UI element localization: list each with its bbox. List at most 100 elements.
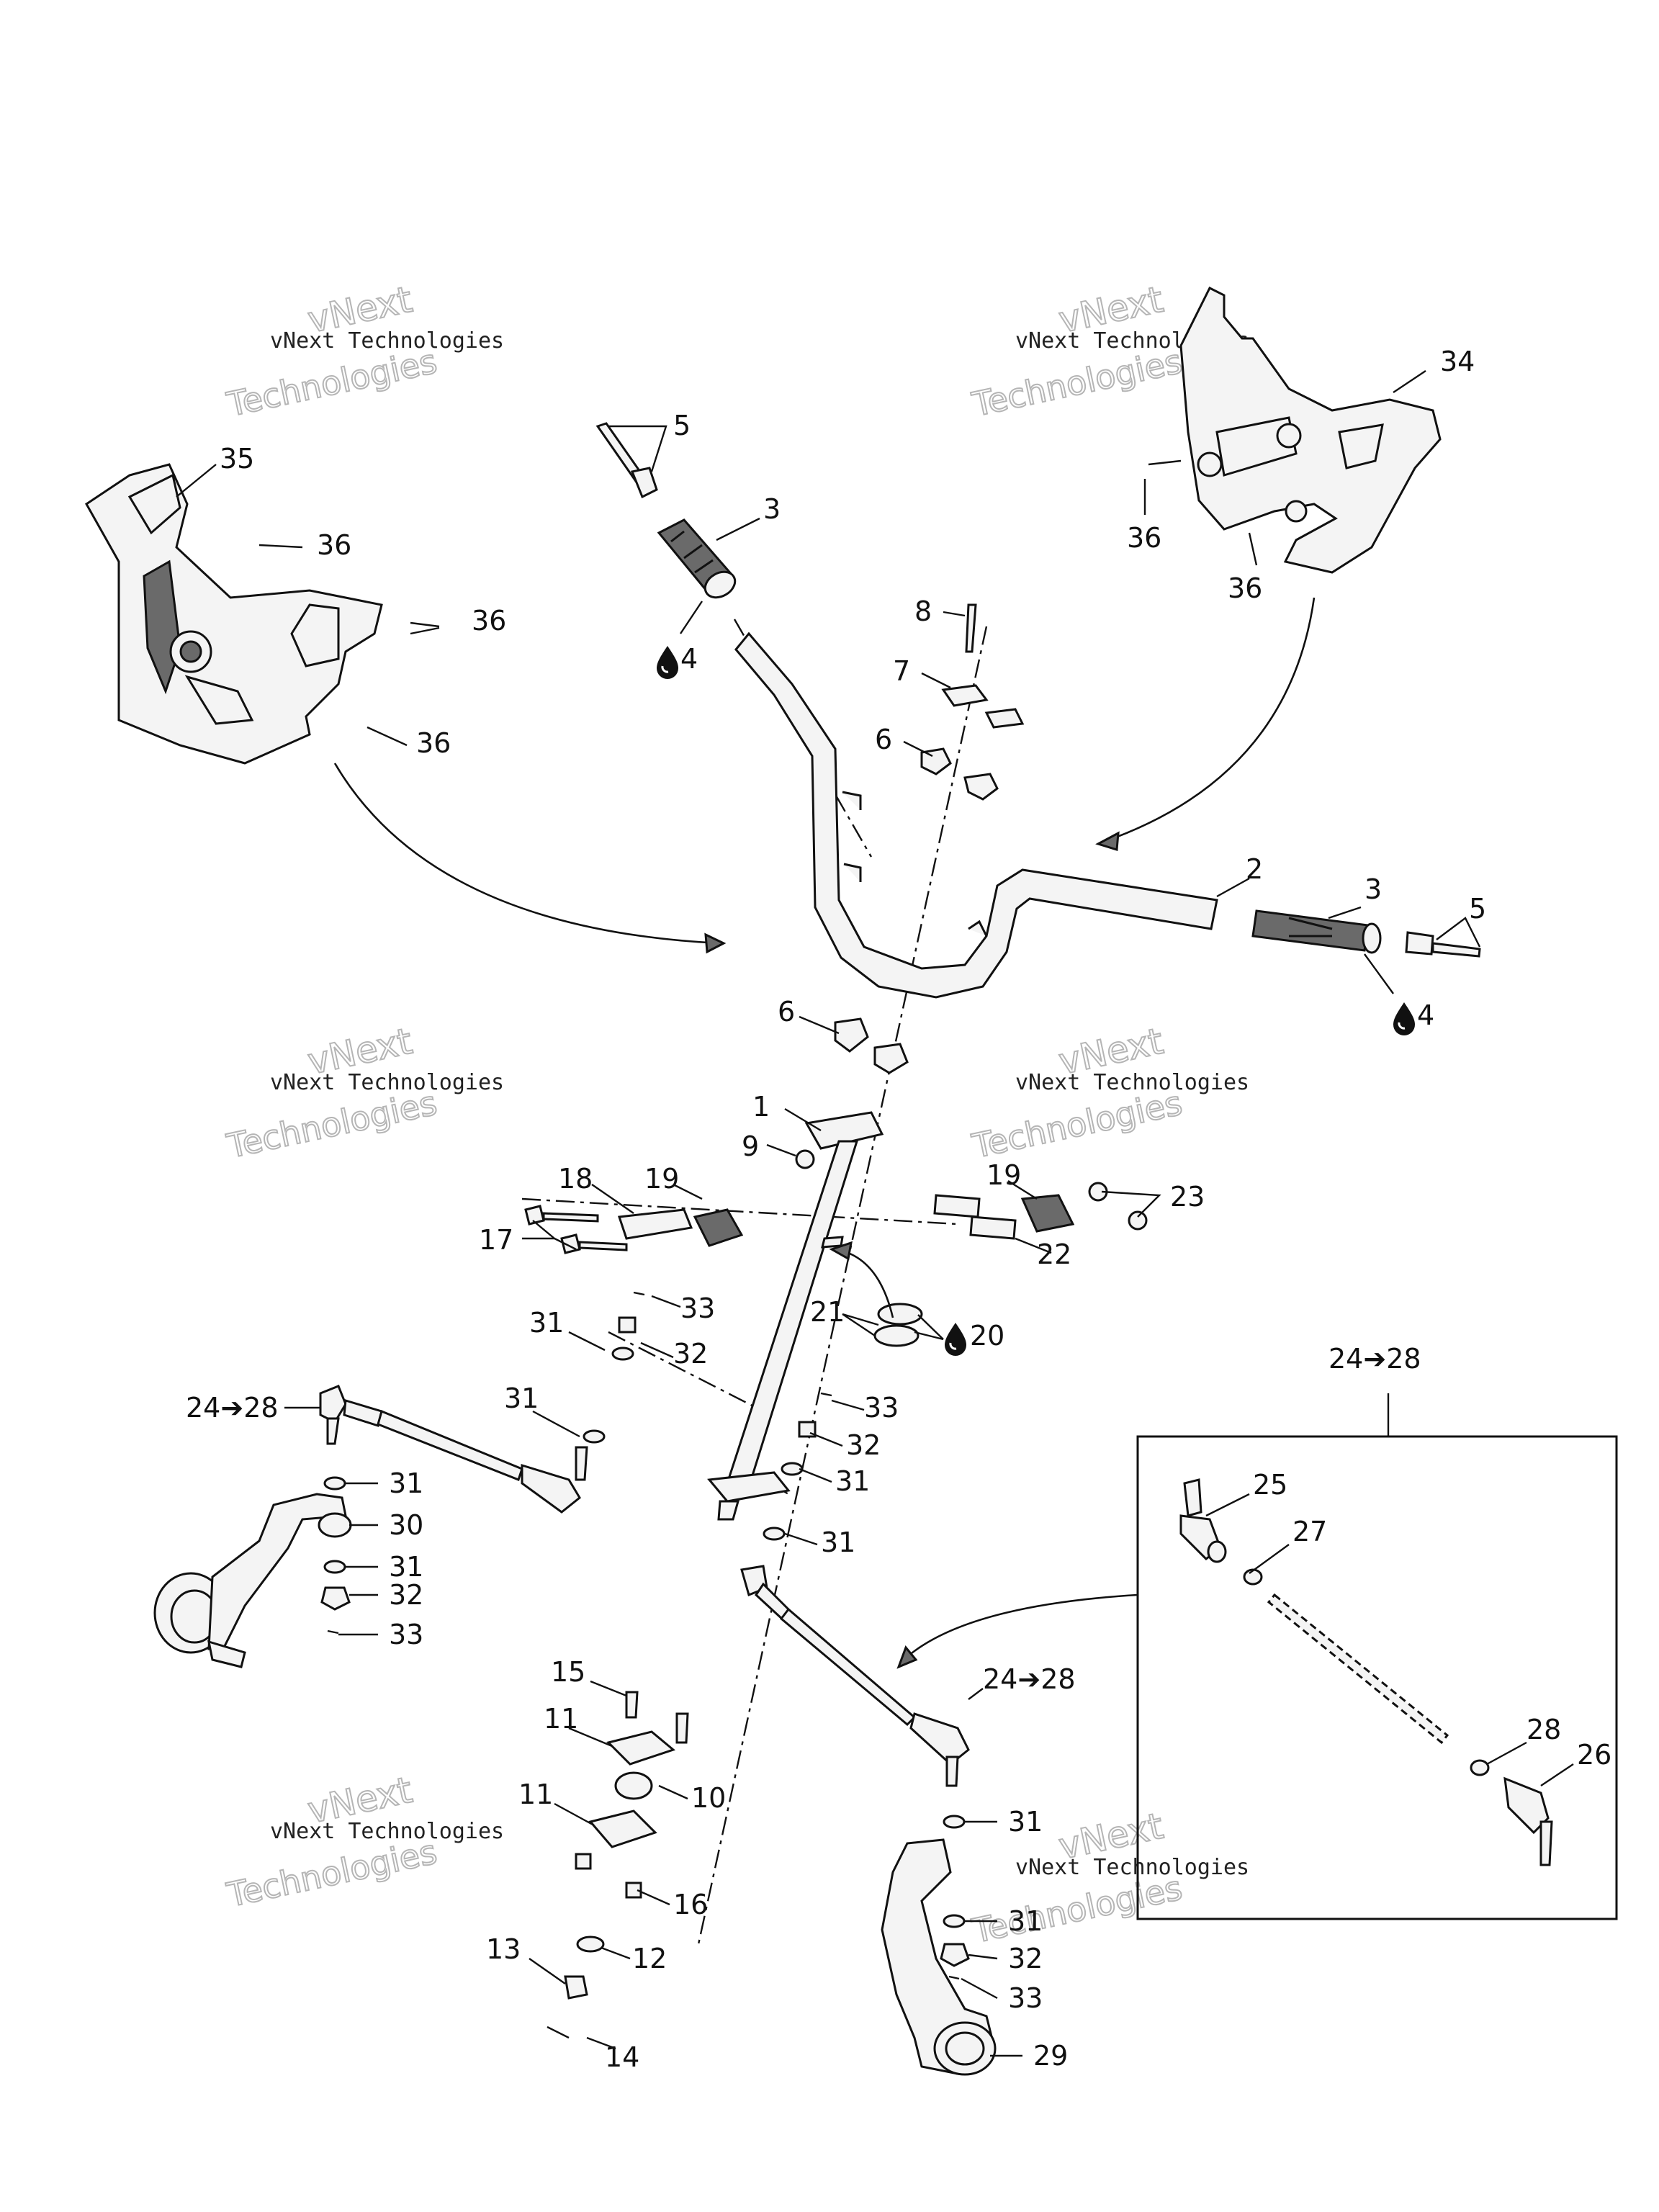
callout-18: 18 <box>558 1163 593 1195</box>
callout-31: 31 <box>389 1551 423 1583</box>
callout-25: 25 <box>1253 1469 1287 1501</box>
callout-16: 16 <box>673 1889 708 1920</box>
callout-31: 31 <box>835 1465 870 1497</box>
callout-4: 4 <box>1417 999 1434 1031</box>
callout-23: 23 <box>1170 1181 1205 1213</box>
watermark-top-left: vNext Technologies vNext Technologies <box>222 278 504 425</box>
callout-31: 31 <box>504 1382 539 1414</box>
callout-15: 15 <box>551 1656 585 1688</box>
column-hardware <box>583 1291 832 1541</box>
callout-33: 33 <box>680 1292 715 1324</box>
o-rings-part-21 <box>873 1303 923 1347</box>
callout-2: 2 <box>1246 853 1263 885</box>
callout-5: 5 <box>673 410 691 441</box>
callout-24-28: 24➔28 <box>983 1663 1076 1695</box>
watermark-text: Technologies <box>968 1869 1185 1951</box>
callout-32: 32 <box>846 1429 881 1461</box>
callout-6: 6 <box>875 724 892 755</box>
watermark-text: Technologies <box>223 1084 440 1166</box>
watermark-text: vNext Technologies <box>270 1070 504 1095</box>
callout-3: 3 <box>763 493 781 525</box>
callout-14: 14 <box>605 2041 639 2073</box>
callout-13: 13 <box>486 1933 521 1965</box>
grip-left-part-3 <box>657 518 737 599</box>
callout-10: 10 <box>691 1782 726 1814</box>
watermark-text: vNext Technologies <box>270 1819 504 1844</box>
handlebar-part-2 <box>734 631 1218 999</box>
callout-labels: 35 36 36 36 5 3 4 8 7 6 34 36 36 2 3 5 4… <box>186 346 1611 2073</box>
callout-31: 31 <box>389 1467 423 1499</box>
assembly-arrows <box>333 597 1316 1669</box>
callout-36: 36 <box>472 605 506 637</box>
tie-rod-center <box>740 1565 970 1787</box>
watermark-bottom-left: vNext Technologies vNext Technologies <box>222 1768 504 1915</box>
bolt-left-part-5 <box>595 422 658 499</box>
callout-12: 12 <box>632 1943 667 1974</box>
watermark-mid-left: vNext Technologies vNext Technologies <box>222 1020 504 1166</box>
callout-9: 9 <box>742 1130 759 1162</box>
callout-19: 19 <box>644 1163 679 1195</box>
callout-5: 5 <box>1469 893 1486 925</box>
watermark-mid-right: vNext Technologies vNext Technologies <box>968 1020 1249 1166</box>
tie-rod-detail-box <box>1136 1435 1618 1920</box>
callout-33: 33 <box>389 1619 423 1650</box>
knuckle-left-hardware <box>318 1476 352 1635</box>
callout-31: 31 <box>1008 1806 1043 1838</box>
callout-17: 17 <box>479 1224 513 1256</box>
callout-30: 30 <box>389 1509 423 1541</box>
callout-31: 31 <box>821 1527 855 1558</box>
callout-28: 28 <box>1527 1714 1561 1745</box>
callout-6: 6 <box>778 996 795 1028</box>
assembly-axis-lines <box>521 619 988 1945</box>
callout-27: 27 <box>1292 1516 1327 1547</box>
nut-part-9 <box>795 1149 815 1169</box>
bearing-stack-parts-10-16 <box>547 1691 689 2039</box>
callout-4: 4 <box>680 643 698 675</box>
callout-8: 8 <box>914 595 932 627</box>
watermark-text: Technologies <box>968 1084 1185 1166</box>
callout-24-28: 24➔28 <box>1328 1343 1421 1375</box>
link-arm-parts-17-18-19-22-23 <box>524 1182 1148 1254</box>
knuckle-right <box>881 1838 997 2076</box>
upper-clamp-parts-6-7-8 <box>920 603 1025 801</box>
callout-29: 29 <box>1033 2040 1068 2072</box>
callout-32: 32 <box>389 1579 423 1611</box>
callout-33: 33 <box>864 1392 899 1424</box>
callout-36: 36 <box>416 727 451 759</box>
callout-36: 36 <box>1127 522 1161 554</box>
watermark-text: vNext Technologies <box>1015 1070 1249 1095</box>
callout-19: 19 <box>986 1159 1021 1191</box>
callout-32: 32 <box>673 1338 708 1370</box>
callout-21: 21 <box>810 1296 845 1328</box>
callout-22: 22 <box>1037 1238 1071 1270</box>
callout-24-28: 24➔28 <box>186 1392 279 1424</box>
callout-7: 7 <box>893 655 910 687</box>
callout-31: 31 <box>529 1307 564 1339</box>
tie-rod-left <box>319 1385 588 1514</box>
callout-11: 11 <box>518 1779 553 1810</box>
watermark-text: vNext Technologies <box>1015 1855 1249 1880</box>
knuckle-left <box>153 1493 347 1668</box>
grip-right-part-3 <box>1251 909 1382 954</box>
oil-drop-icon <box>657 646 678 679</box>
lower-clamp-part-6 <box>834 1017 909 1074</box>
callout-34: 34 <box>1440 346 1475 377</box>
callout-1: 1 <box>752 1091 770 1123</box>
callout-35: 35 <box>220 443 254 475</box>
steering-column-part-1 <box>707 1111 884 1521</box>
knuckle-right-hardware <box>940 1815 970 1980</box>
callout-11: 11 <box>544 1703 578 1735</box>
bolt-right-part-5 <box>1405 931 1481 958</box>
callout-26: 26 <box>1577 1739 1611 1771</box>
oil-drop-icon <box>1393 1002 1415 1035</box>
tie-rod-detail <box>1179 1478 1553 1866</box>
callout-20: 20 <box>970 1320 1004 1352</box>
callout-3: 3 <box>1364 873 1382 905</box>
oil-drop-icon <box>945 1323 966 1356</box>
callout-32: 32 <box>1008 1943 1043 1974</box>
watermark-text: vNext Technologies <box>270 328 504 354</box>
watermark-text: Technologies <box>968 342 1185 424</box>
bracket-right-part-34 <box>1179 286 1442 574</box>
watermark-text: Technologies <box>223 342 440 424</box>
